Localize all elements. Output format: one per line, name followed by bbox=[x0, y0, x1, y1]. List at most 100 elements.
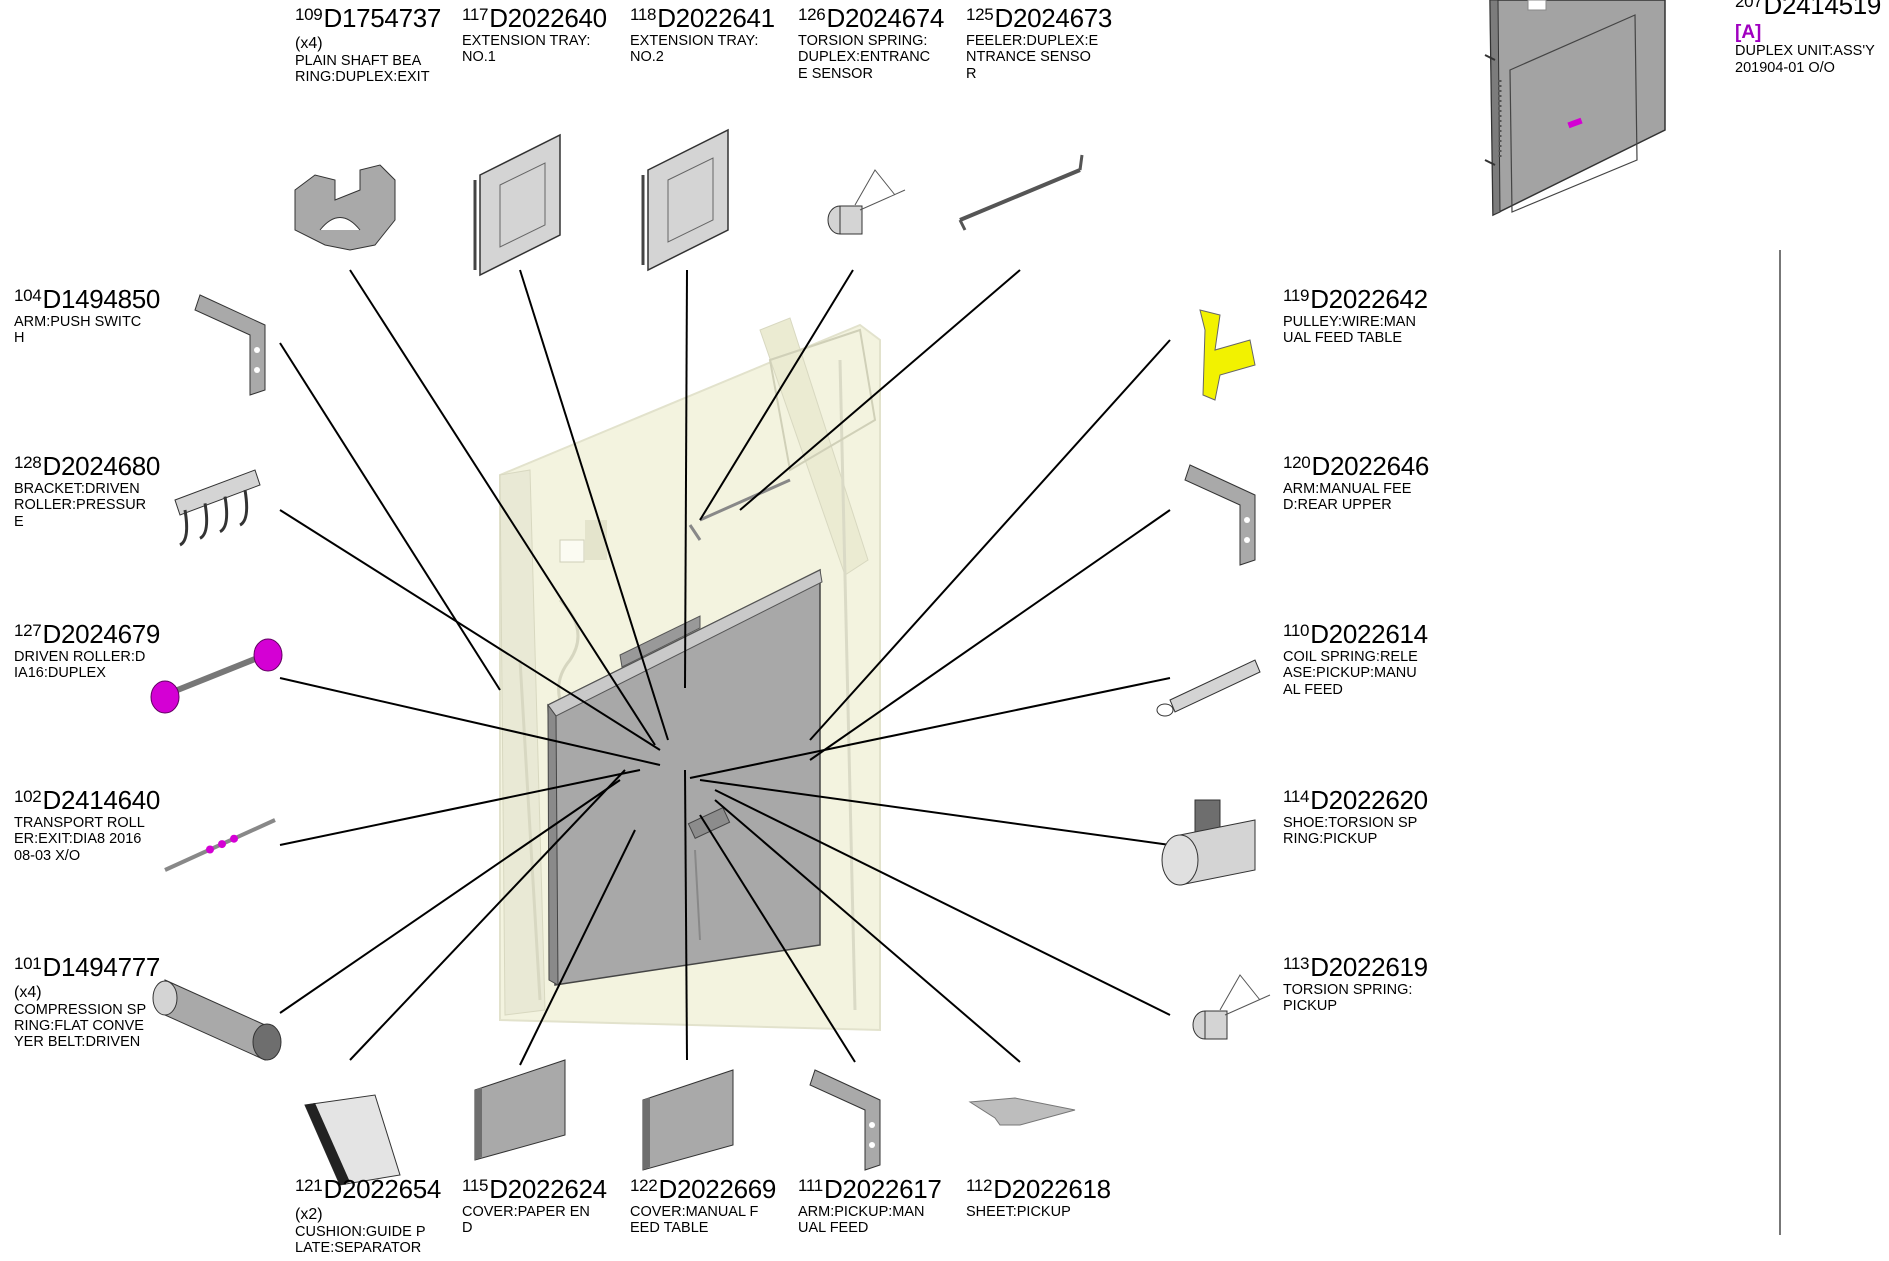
arm-icon bbox=[194, 294, 266, 396]
part-label-121[interactable]: 121D2022654 (x2)CUSHION:GUIDE PLATE:SEPAR… bbox=[295, 1174, 442, 1257]
part-description: BRACKET:DRIVEN ROLLER:PRESSURE bbox=[14, 481, 147, 530]
part-quantity: (x2) bbox=[295, 1206, 323, 1224]
leader-lines bbox=[279, 269, 1171, 1066]
assembly-number: 207D2414519 bbox=[1735, 0, 1882, 20]
leader-line-121 bbox=[349, 769, 626, 1061]
leader-line-114 bbox=[699, 779, 1171, 846]
part-description: ARM:MANUAL FEED:REAR UPPER bbox=[1283, 481, 1412, 514]
roller-icon bbox=[150, 638, 283, 714]
shaft-icon bbox=[164, 818, 276, 872]
assembly-note: 201904-01 O/O bbox=[1735, 59, 1835, 76]
cushion-icon bbox=[304, 1094, 401, 1186]
tray-icon bbox=[473, 133, 561, 277]
leader-line-117 bbox=[519, 269, 669, 741]
part-number: 128D2024680 bbox=[14, 451, 161, 481]
leader-line-111 bbox=[699, 814, 856, 1063]
part-description: DRIVEN ROLLER:DIA16:DUPLEX bbox=[14, 649, 146, 682]
part-number: 111D2022617 bbox=[798, 1174, 942, 1204]
leader-line-122 bbox=[684, 769, 688, 1061]
part-number: 119D2022642 bbox=[1283, 284, 1428, 314]
part-description: FEELER:DUPLEX:ENTRANCE SENSOR bbox=[966, 33, 1099, 82]
cover-icon bbox=[642, 1069, 734, 1171]
coil-spring-icon bbox=[1156, 659, 1261, 717]
part-number: 125D2024673 bbox=[966, 3, 1113, 33]
leader-line-112 bbox=[714, 799, 1021, 1063]
part-description: COMPRESSION SPRING:FLAT CONVEYER BELT:DR… bbox=[14, 1002, 147, 1051]
leader-line-101 bbox=[279, 779, 621, 1014]
leader-line-102 bbox=[279, 769, 641, 846]
leader-line-127 bbox=[279, 677, 661, 766]
part-number: 118D2022641 bbox=[630, 3, 775, 33]
installed-feeler bbox=[688, 478, 791, 541]
bracket-icon bbox=[174, 469, 261, 547]
assembly-thumbnail bbox=[1484, 0, 1781, 1235]
pulley-icon bbox=[1199, 309, 1256, 401]
leader-line-118 bbox=[684, 269, 688, 689]
part-description: CUSHION:GUIDE PLATE:SEPARATOR bbox=[295, 1224, 426, 1257]
part-description: EXTENSION TRAY:NO.2 bbox=[630, 33, 759, 66]
part-number: 127D2024679 bbox=[14, 619, 161, 649]
assembly-label[interactable]: 207D2414519 [A] DUPLEX UNIT:ASS'Y 201904… bbox=[1735, 0, 1889, 76]
leader-line-110 bbox=[689, 677, 1171, 779]
part-number: 121D2022654 bbox=[295, 1174, 442, 1204]
part-number: 120D2022646 bbox=[1283, 451, 1430, 481]
part-number: 115D2022624 bbox=[462, 1174, 607, 1204]
part-number: 114D2022620 bbox=[1283, 785, 1428, 815]
arm-icon bbox=[1184, 464, 1256, 566]
leader-line-115 bbox=[519, 829, 636, 1066]
part-number: 109D1754737 bbox=[295, 3, 442, 33]
leader-line-119 bbox=[809, 339, 1171, 741]
feeler-icon bbox=[958, 154, 1084, 231]
part-quantity: (x4) bbox=[14, 984, 42, 1002]
part-description: EXTENSION TRAY:NO.1 bbox=[462, 33, 591, 66]
part-description: COVER:MANUAL FEED TABLE bbox=[630, 1204, 759, 1237]
leader-line-104 bbox=[279, 342, 501, 691]
leader-line-126 bbox=[699, 269, 854, 521]
part-description: TORSION SPRING:PICKUP bbox=[1283, 982, 1413, 1015]
leader-line-120 bbox=[809, 509, 1171, 761]
part-number: 117D2022640 bbox=[462, 3, 607, 33]
part-description: ARM:PUSH SWITCH bbox=[14, 314, 142, 347]
part-number: 126D2024674 bbox=[798, 3, 945, 33]
tray-icon bbox=[641, 128, 729, 272]
part-number: 110D2022614 bbox=[1283, 619, 1428, 649]
part-number: 102D2414640 bbox=[14, 785, 161, 815]
part-number: 122D2022669 bbox=[630, 1174, 777, 1204]
part-number: 113D2022619 bbox=[1283, 952, 1428, 982]
part-number: 101D1494777 bbox=[14, 952, 161, 982]
spring-icon bbox=[827, 169, 906, 235]
part-label-101[interactable]: 101D1494777 (x4)COMPRESSION SPRING:FLAT C… bbox=[14, 952, 161, 1051]
sheet-icon bbox=[968, 1097, 1076, 1126]
shoe-icon bbox=[1161, 799, 1256, 886]
part-description: COIL SPRING:RELEASE:PICKUP:MANUAL FEED bbox=[1283, 649, 1418, 698]
part-description: TRANSPORT ROLLER:EXIT:DIA8 201608-03 X/O bbox=[14, 815, 145, 864]
part-description: COVER:PAPER END bbox=[462, 1204, 590, 1237]
part-number: 112D2022618 bbox=[966, 1174, 1111, 1204]
assembly-desc: DUPLEX UNIT:ASS'Y bbox=[1735, 43, 1875, 60]
assembly-tag: [A] bbox=[1735, 22, 1762, 44]
arm-icon bbox=[809, 1069, 881, 1171]
part-label-109[interactable]: 109D1754737(x4)PLAIN SHAFT BEARING:DUPLE… bbox=[295, 3, 442, 85]
bearing-icon bbox=[294, 164, 396, 251]
part-description: SHOE:TORSION SPRING:PICKUP bbox=[1283, 815, 1418, 848]
cylinder-icon bbox=[152, 979, 282, 1061]
